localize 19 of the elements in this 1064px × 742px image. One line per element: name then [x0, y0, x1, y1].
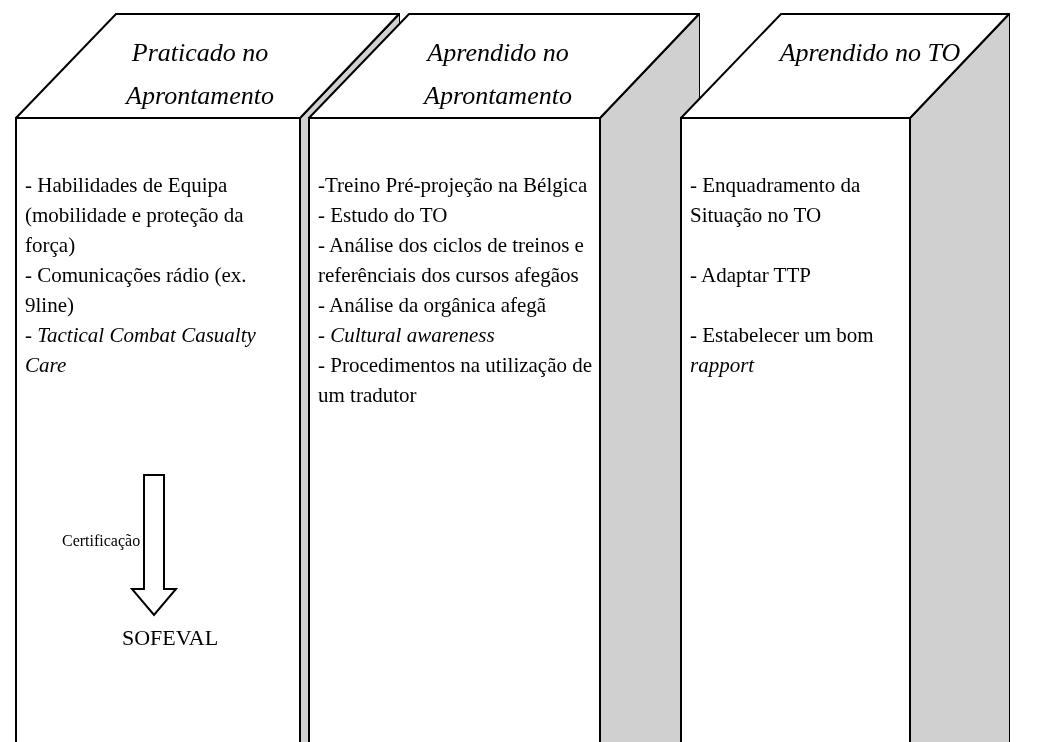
column-block — [680, 13, 1010, 742]
edge-label: Certificação — [62, 531, 141, 551]
list-item: -Treino Pré-projeção na Bélgica — [318, 172, 589, 199]
result-text: SOFEVAL — [90, 615, 250, 651]
column-heading: Praticado no Aprontamento — [123, 37, 275, 112]
list-item: - Comunicações rádio (ex. 9line) — [25, 262, 248, 319]
block-arrow — [129, 474, 179, 617]
list-item: - Habilidades de Equipa (mobilidade e proteção da força) — [25, 172, 245, 259]
list-item: - Estabelecer um bom rapport — [690, 322, 875, 379]
list-item: - Enquadramento da Situação no TO — [690, 172, 862, 229]
list-item: - Análise da orgânica afegã — [318, 292, 548, 319]
column-heading: Aprendido no TO — [777, 37, 962, 69]
list-item: - Adaptar TTP — [690, 262, 812, 289]
column-heading: Aprendido no Aprontamento — [421, 37, 573, 112]
list-item: - Análise dos ciclos de treinos e referênciais dos cursos afegãos — [318, 232, 585, 289]
list-item: - Tactical Combat Casualty Care — [25, 322, 257, 379]
list-item: - Procedimentos na utilização de um tradutor — [318, 352, 594, 409]
list-item: - Cultural awareness — [318, 322, 496, 349]
list-item: - Estudo do TO — [318, 202, 449, 229]
